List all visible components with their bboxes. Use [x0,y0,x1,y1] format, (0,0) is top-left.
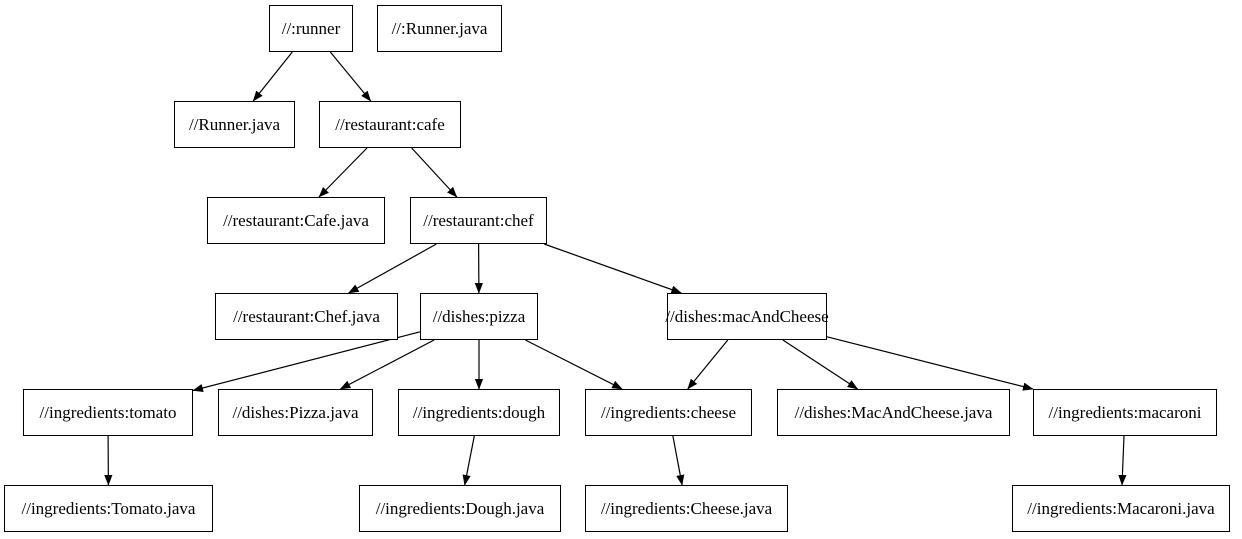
graph-edge-pizza-to-pizza-java [339,339,435,390]
graph-edge-chef-to-macandcheese [543,243,682,294]
graph-edge-dough-to-dough-java [462,435,475,486]
graph-edge-macandcheese-to-macaroni [826,336,1034,391]
graph-edge-macandcheese-to-macandcheese-java [782,339,859,390]
graph-edge-cheese-to-cheese-java [672,435,685,486]
graph-node-cheese: //ingredients:cheese [585,389,752,436]
graph-edge-cafe-to-chef [411,147,458,198]
graph-node-macandcheese-java: //dishes:MacAndCheese.java [777,389,1010,436]
graph-node-macandcheese: //dishes:macAndCheese [665,293,829,340]
graph-node-pizza: //dishes:pizza [420,293,538,340]
graph-node-dough-java: //ingredients:Dough.java [359,485,561,532]
graph-node-tomato: //ingredients:tomato [23,389,193,436]
graph-node-pizza-java: //dishes:Pizza.java [218,389,373,436]
graph-node-runner-java: //Runner.java [174,101,295,148]
graph-edge-cafe-to-cafe-java [318,147,368,198]
graph-edge-chef-to-chef-java [348,243,437,294]
graph-node-dough: //ingredients:dough [398,389,560,436]
graph-edge-runner-to-cafe [329,51,372,102]
graph-edge-pizza-to-cheese [525,339,623,390]
graph-edge-macaroni-to-macaroni-java [1118,435,1127,486]
graph-node-cafe: //restaurant:cafe [319,101,461,148]
graph-node-macaroni: //ingredients:macaroni [1033,389,1217,436]
graph-node-runner: //:runner [269,5,353,52]
graph-node-macaroni-java: //ingredients:Macaroni.java [1012,485,1230,532]
graph-node-cheese-java: //ingredients:Cheese.java [585,485,788,532]
graph-node-chef-java: //restaurant:Chef.java [215,293,398,340]
graph-edge-macandcheese-to-cheese [687,339,729,390]
graph-node-cafe-java: //restaurant:Cafe.java [207,197,385,244]
graph-node-runner-java-file: //:Runner.java [377,5,502,52]
graph-node-tomato-java: //ingredients:Tomato.java [4,485,213,532]
graph-node-chef: //restaurant:chef [410,197,547,244]
graph-edge-runner-to-runner-java [252,51,293,102]
graph-edge-pizza-to-tomato [192,331,421,392]
